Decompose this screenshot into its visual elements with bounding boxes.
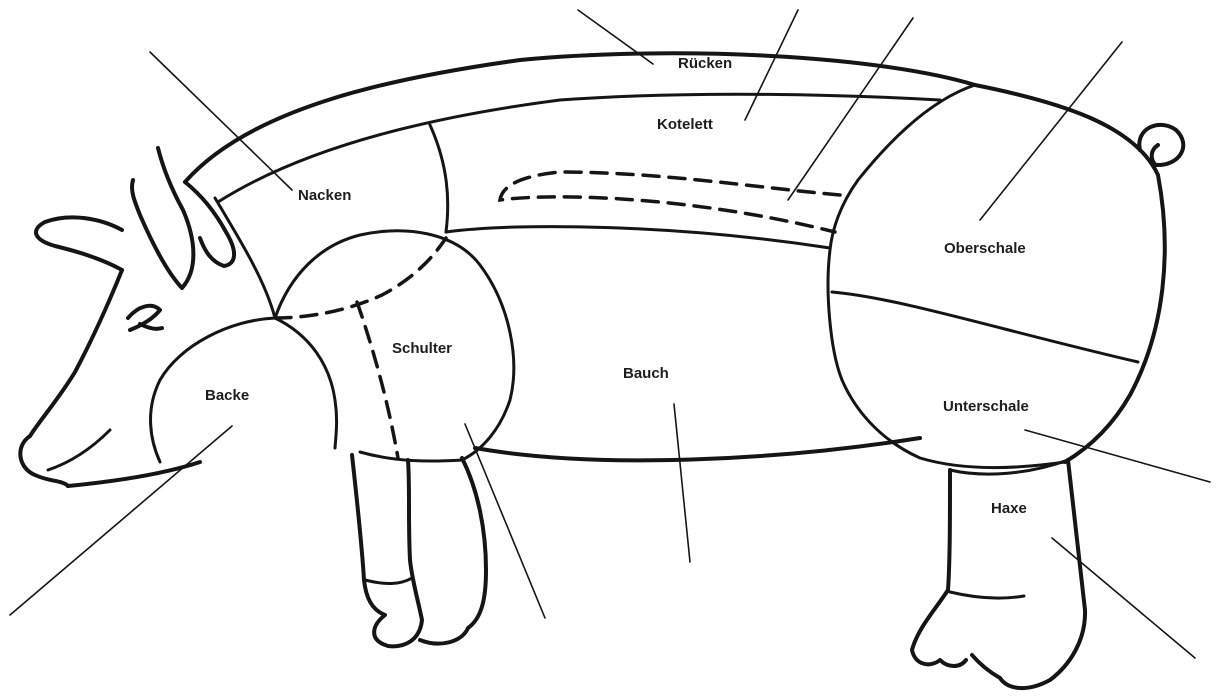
kotelett-dashed-line — [500, 172, 840, 232]
unterschale-leader — [1025, 430, 1210, 482]
hind-leg-right — [972, 460, 1085, 688]
label-schulter: Schulter — [392, 341, 452, 356]
ear-front-outline — [132, 148, 193, 288]
label-bauch: Bauch — [623, 366, 669, 381]
head-top-outline — [30, 270, 122, 436]
mouth-line — [48, 430, 110, 470]
label-ruecken: Rücken — [678, 56, 732, 71]
back-outline — [185, 53, 975, 182]
schulter-dashed-vertical — [357, 302, 398, 458]
ear-left-outline — [36, 217, 122, 270]
front-hoof-line — [365, 578, 412, 584]
jaw-outline — [68, 462, 200, 486]
eye-outline — [128, 306, 162, 330]
hind-leg-left — [912, 470, 966, 666]
nacken-schulter-seam — [430, 125, 448, 232]
backe-schulter-seam — [275, 318, 337, 448]
kotelett-inner-leader — [788, 18, 913, 200]
front-leg-left — [352, 455, 422, 646]
label-oberschale: Oberschale — [944, 241, 1026, 256]
bauch-leader — [674, 404, 690, 562]
snout-outline — [20, 436, 68, 486]
label-kotelett: Kotelett — [657, 117, 713, 132]
label-backe: Backe — [205, 388, 249, 403]
label-haxe: Haxe — [991, 501, 1027, 516]
belly-outline — [475, 438, 920, 460]
kotelett-leader — [745, 10, 798, 120]
haxe-leader — [1052, 538, 1195, 658]
kotelett-bauch-seam — [446, 227, 830, 248]
front-leg-right — [420, 458, 486, 644]
back-seam — [218, 94, 940, 202]
hind-hoof-line — [950, 592, 1024, 598]
label-nacken: Nacken — [298, 188, 351, 203]
label-unterschale: Unterschale — [943, 399, 1029, 414]
oberschale-leader — [980, 42, 1122, 220]
nacken-neck-seam — [215, 198, 275, 318]
oberschale-unterschale-seam — [832, 292, 1138, 362]
backe-leader — [10, 426, 232, 615]
schulter-dashed-arc — [275, 238, 446, 318]
